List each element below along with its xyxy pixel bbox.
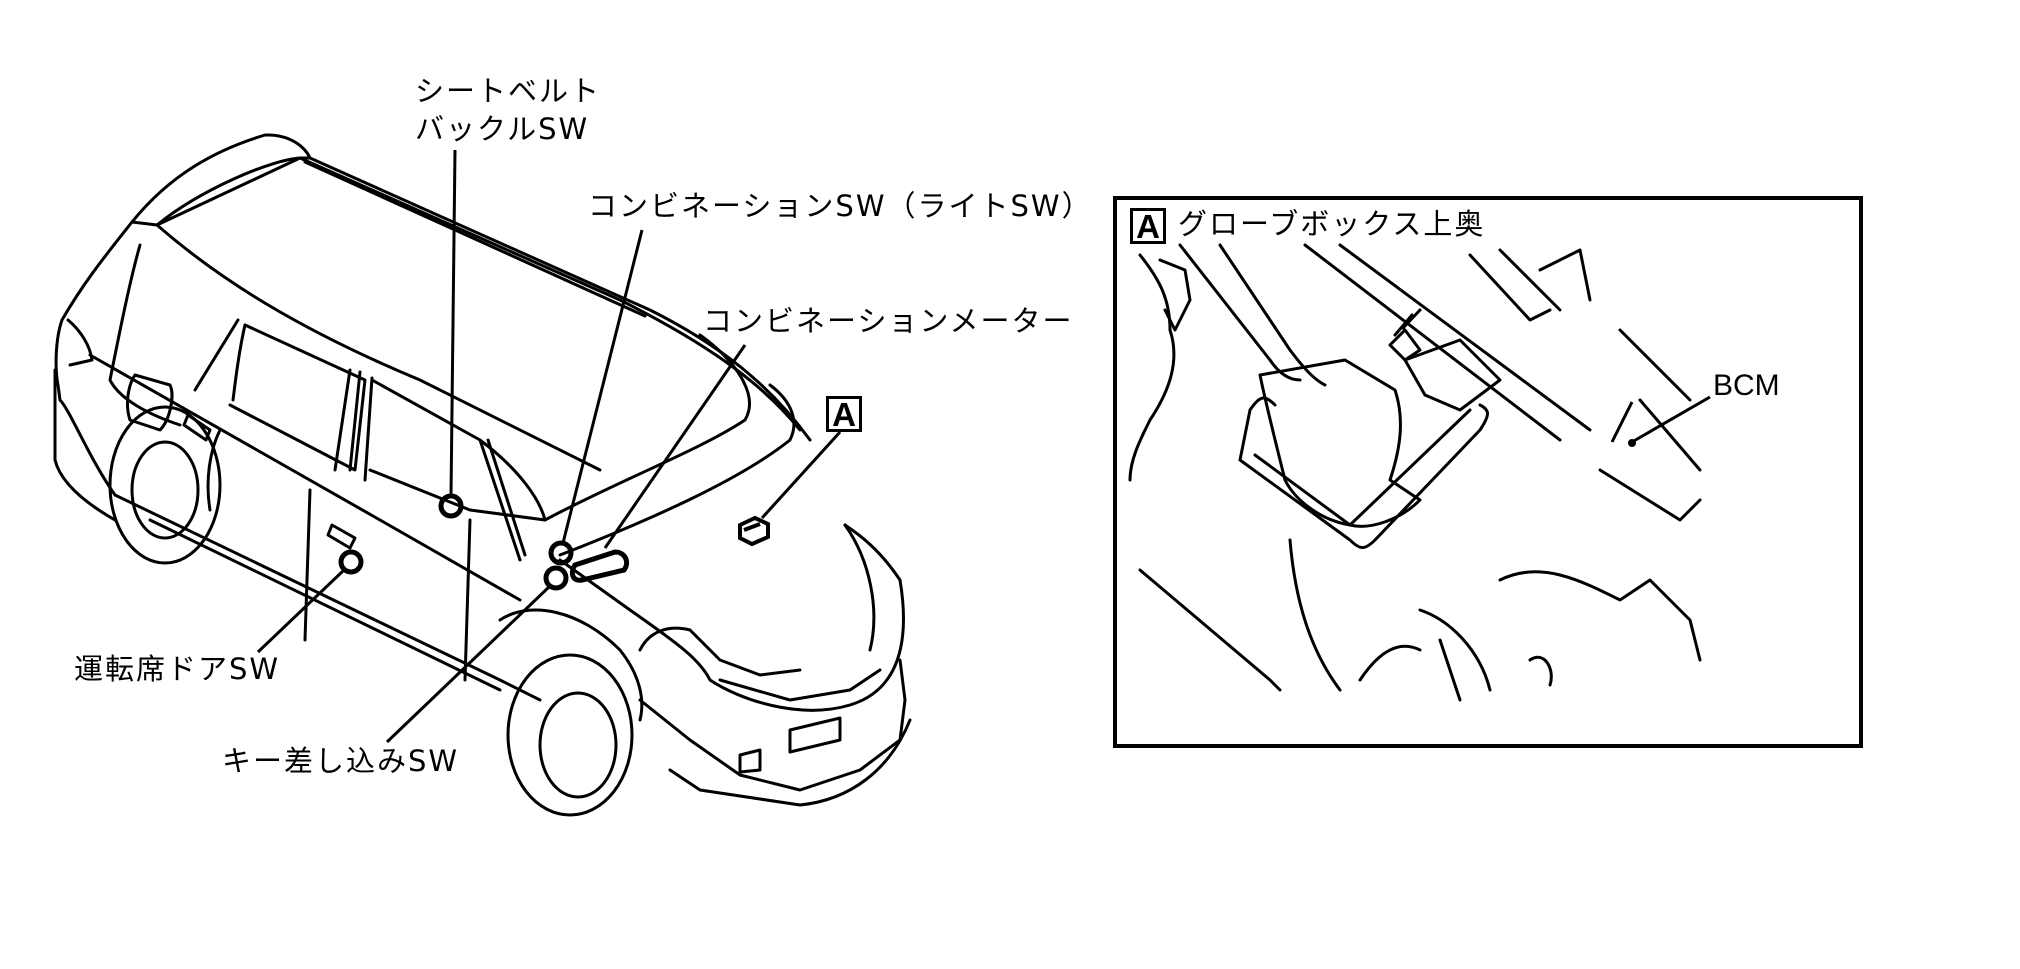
glovebox-detail-drawing <box>1128 243 1702 702</box>
side-belt-line <box>88 353 522 602</box>
label-combination-switch: コンビネーションSW（ライトSW） <box>588 189 1093 223</box>
glovebox-frame <box>1238 396 1489 549</box>
seatbelt-leader <box>449 149 457 497</box>
side-line-upper <box>155 223 602 472</box>
headlight <box>638 626 802 677</box>
dash-top <box>1303 243 1592 442</box>
hood <box>558 523 905 712</box>
left-vent <box>1158 258 1192 332</box>
glovebox-inner <box>1253 408 1472 527</box>
bcm-location-marker <box>738 515 770 547</box>
lower-left-curve <box>1138 568 1282 692</box>
roof-rail-2 <box>303 160 647 318</box>
marker-a-box: A <box>826 396 862 432</box>
fender <box>498 608 644 722</box>
detail-panel-title: グローブボックス上奥 <box>1178 207 1486 241</box>
rear-wheel <box>130 440 200 540</box>
combination-meter-marker <box>569 549 630 583</box>
connector <box>1388 308 1422 362</box>
bcm-leader <box>1610 401 1634 443</box>
rear-wheel-arch <box>108 405 222 565</box>
label-seatbelt-line1: シートベルト <box>415 74 602 108</box>
rear-bumper <box>53 368 117 522</box>
tail-light <box>66 318 94 367</box>
driver-door-switch-marker <box>338 549 364 575</box>
hood-crease <box>843 523 876 652</box>
front-door-edge <box>303 488 472 682</box>
front-wheel-arch <box>506 653 634 817</box>
lower-duct <box>1498 570 1702 662</box>
roof-spoiler <box>130 133 312 227</box>
fuel-lid <box>126 373 174 432</box>
lower-body <box>1288 538 1422 692</box>
license-plate <box>788 716 842 754</box>
upper-right-bracket <box>1468 248 1592 322</box>
label-driver-door-switch: 運転席ドアSW <box>74 652 281 686</box>
detail-panel-glovebox <box>1113 196 1863 748</box>
b-pillar <box>333 368 374 482</box>
detail-panel-marker: A <box>1130 208 1166 244</box>
rear-window-edge <box>108 243 182 427</box>
side-skirt <box>113 493 542 702</box>
hand-sleeve <box>1178 243 1327 387</box>
fog-lamp <box>738 748 762 774</box>
bcm-unit <box>1403 338 1502 412</box>
bcm-point <box>1628 439 1636 447</box>
driver-door-leader <box>256 568 346 654</box>
bcm-label: BCM <box>1713 369 1780 402</box>
marker-a-leader <box>760 430 842 520</box>
label-combination-meter: コンビネーションメーター <box>703 304 1074 338</box>
key-switch-marker <box>543 565 569 591</box>
front-door-handle <box>326 523 357 550</box>
rear-door-edge <box>206 428 222 512</box>
rear-door-handle <box>182 413 212 442</box>
windshield-top <box>558 383 796 557</box>
rear-door-window <box>228 323 367 472</box>
grille <box>718 668 882 702</box>
rear-hatch <box>54 220 134 497</box>
side-skirt-2 <box>148 518 502 692</box>
lower-harness <box>1418 608 1553 702</box>
right-duct <box>1598 328 1702 522</box>
a-pillar <box>478 438 527 562</box>
rear-quarter-window <box>193 318 247 402</box>
front-bumper <box>638 658 907 792</box>
label-seatbelt-line2: バックルSW <box>415 112 590 146</box>
front-wheel <box>538 691 618 799</box>
bcm-leader-main <box>1631 395 1711 444</box>
combination-switch-marker <box>548 540 574 566</box>
key-switch-leader <box>385 584 552 744</box>
label-key-switch: キー差し込みSW <box>222 744 460 778</box>
front-bumper-lower <box>668 718 912 807</box>
combination-meter-leader <box>603 344 747 549</box>
left-trim <box>1128 253 1176 482</box>
combination-switch-leader <box>561 229 644 544</box>
